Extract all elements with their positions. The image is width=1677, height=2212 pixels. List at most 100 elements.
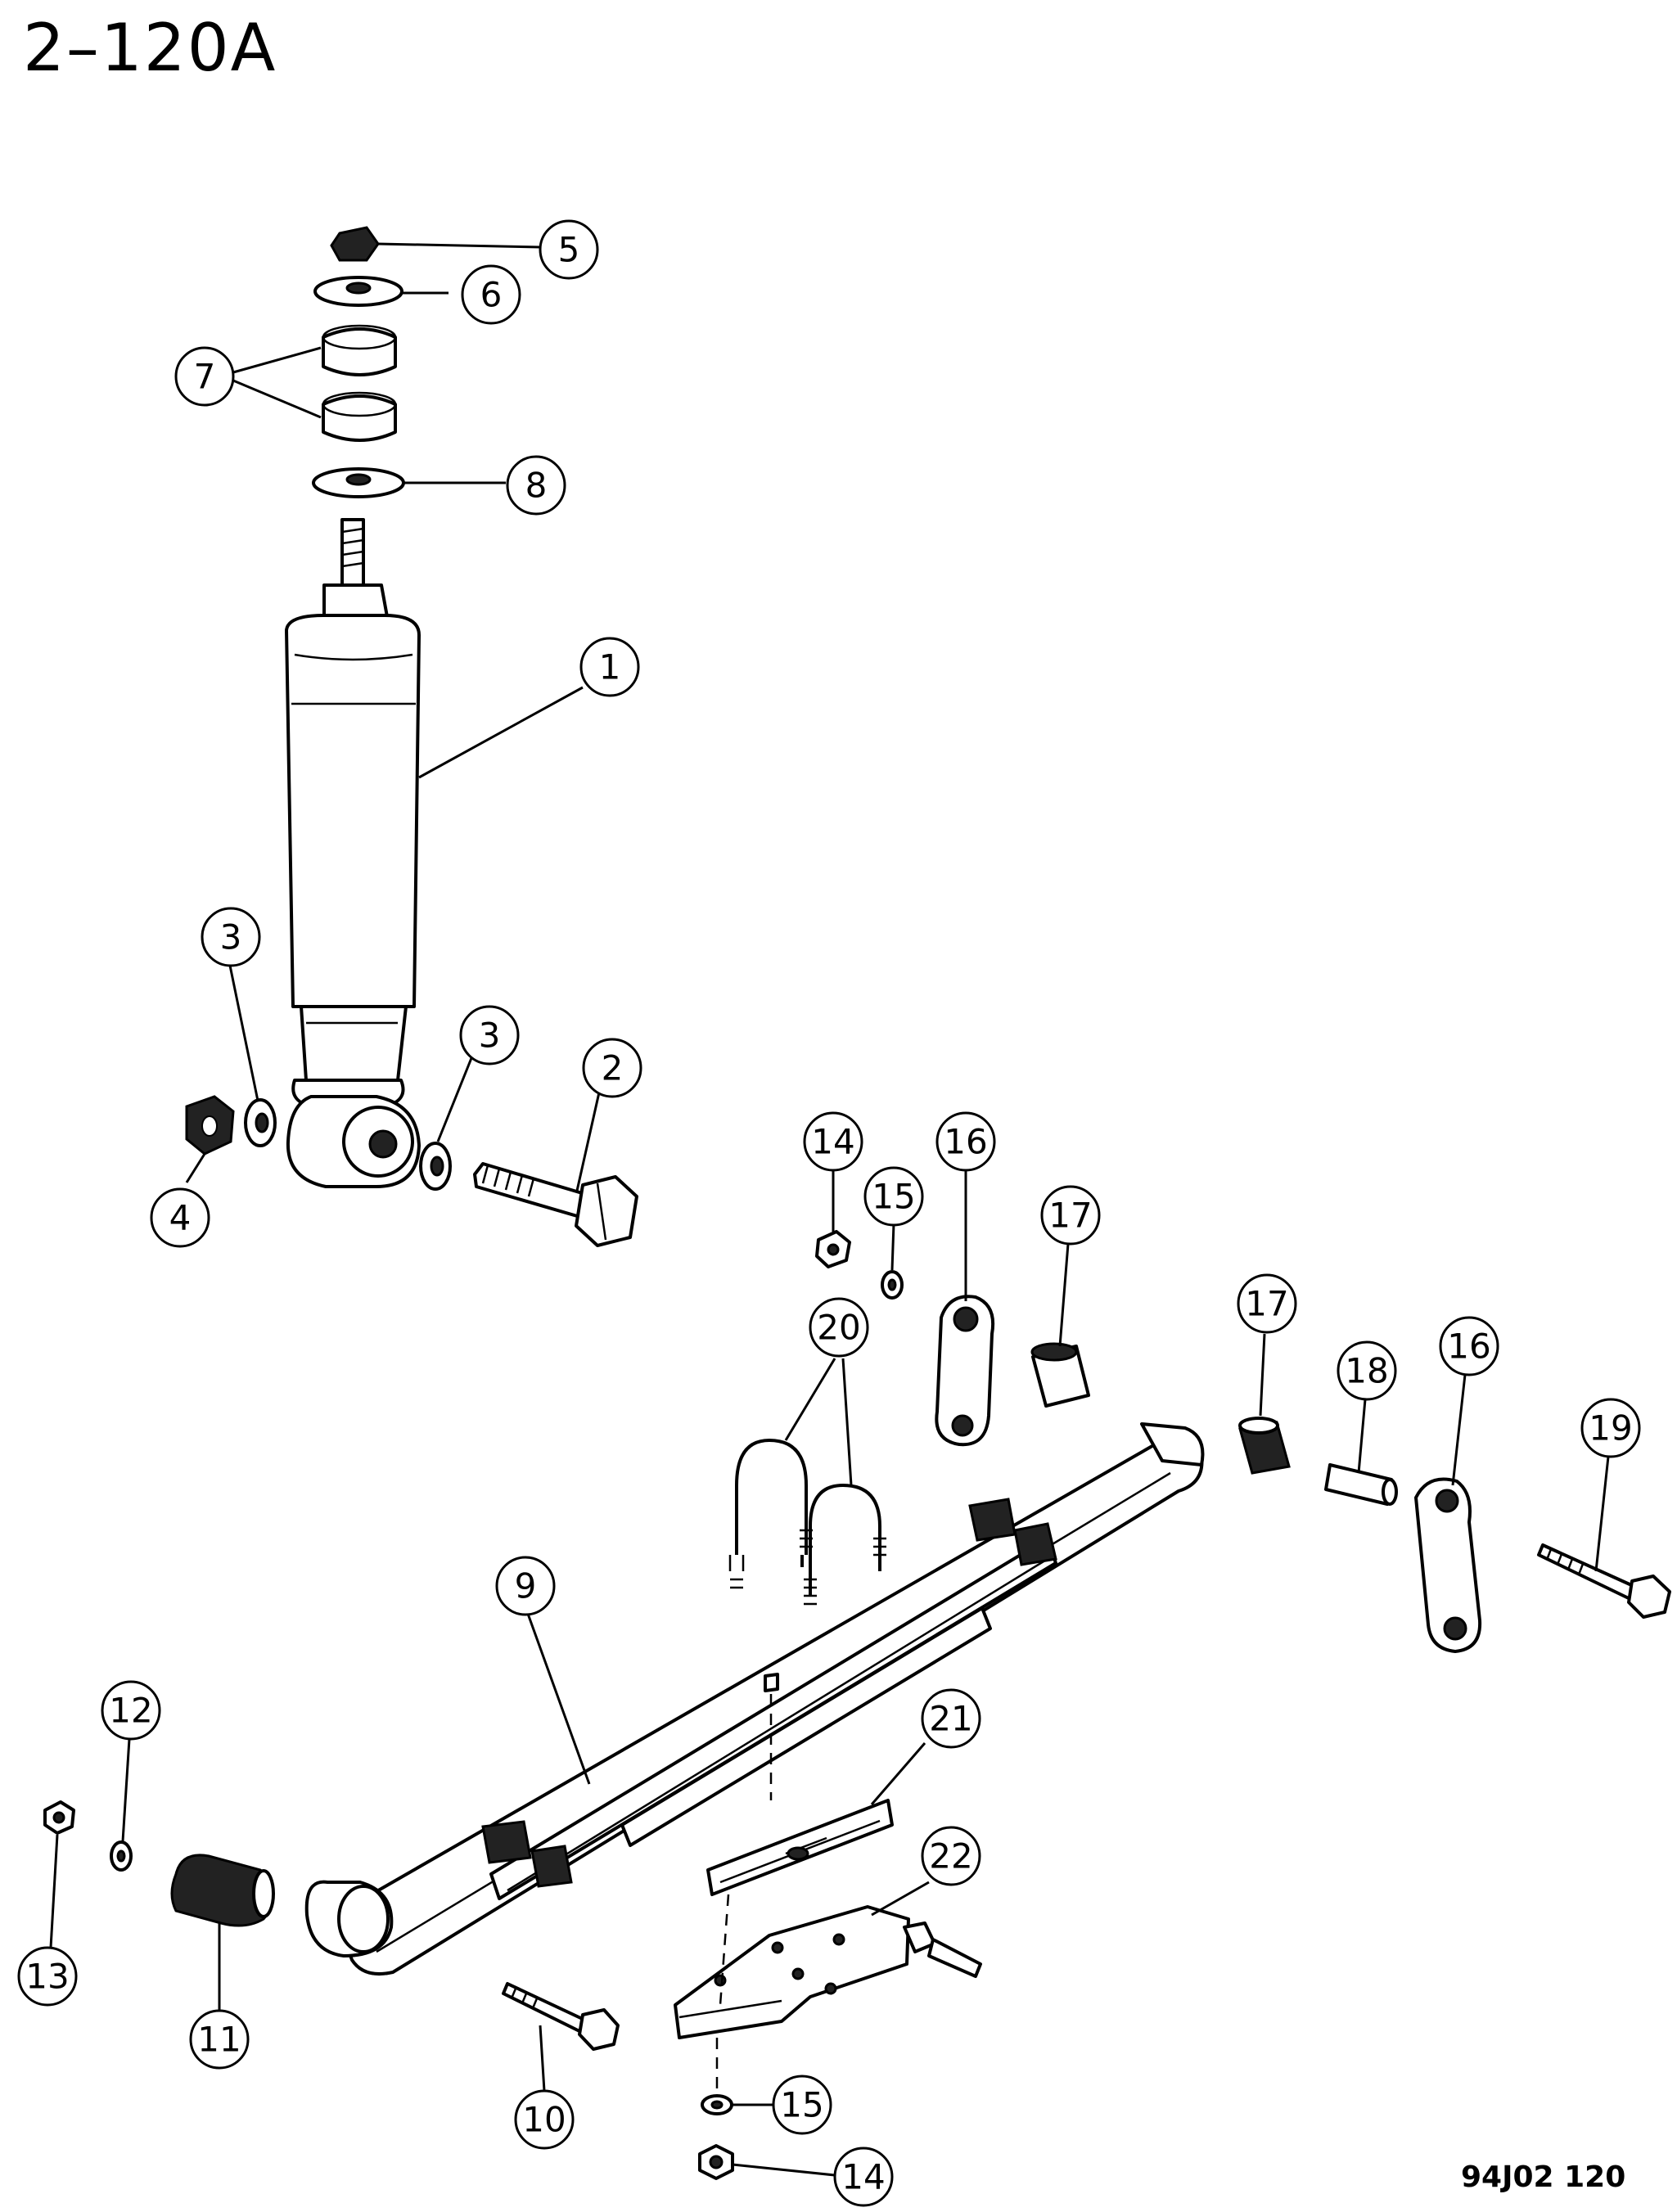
svg-text:20: 20 — [817, 1308, 860, 1348]
svg-text:3: 3 — [479, 1016, 501, 1056]
grommet-upper — [322, 324, 397, 376]
svg-text:15: 15 — [872, 1177, 915, 1217]
callout-16b: 16 — [1439, 1316, 1499, 1376]
svg-text:18: 18 — [1345, 1351, 1388, 1391]
leader-1 — [418, 686, 584, 779]
leader-16b — [1451, 1374, 1467, 1486]
callout-13: 13 — [17, 1946, 78, 2007]
leader-20b — [841, 1358, 853, 1486]
bracket-nut — [698, 2144, 734, 2180]
grommet-lower — [322, 391, 397, 442]
shock-absorber — [285, 518, 421, 1188]
shackle-upper — [935, 1295, 994, 1447]
leader-20a — [784, 1358, 836, 1441]
svg-text:22: 22 — [929, 1836, 972, 1876]
svg-text:11: 11 — [197, 2020, 241, 2060]
callout-9: 9 — [495, 1556, 556, 1616]
callout-11: 11 — [189, 2009, 250, 2070]
leader-15a — [890, 1223, 895, 1271]
callout-3a: 3 — [201, 907, 261, 967]
shock-nut-top — [330, 226, 380, 262]
shackle-lower — [1414, 1477, 1482, 1653]
callout-10: 10 — [514, 2089, 575, 2150]
bracket-washer — [701, 2094, 733, 2115]
eye-nut — [43, 1800, 75, 1835]
reference-code: 94J02 120 — [1461, 2160, 1626, 2194]
shock-mount-nut — [185, 1095, 235, 1156]
leader-14b — [732, 2163, 836, 2177]
leader-13 — [49, 1834, 59, 1948]
callout-2: 2 — [582, 1038, 642, 1098]
callout-20: 20 — [809, 1297, 869, 1358]
shackle-bushing-upper — [1030, 1342, 1090, 1408]
callout-12: 12 — [101, 1680, 161, 1741]
callout-5: 5 — [539, 219, 599, 280]
leader-7a — [232, 346, 322, 374]
leader-3b — [436, 1053, 475, 1142]
callout-4: 4 — [150, 1187, 210, 1248]
leader-2 — [575, 1092, 601, 1192]
callout-17b: 17 — [1237, 1273, 1297, 1334]
svg-text:10: 10 — [522, 2100, 566, 2140]
eye-bushing — [170, 1854, 275, 1927]
svg-text:4: 4 — [169, 1198, 192, 1238]
shackle-bushing-lower — [1238, 1417, 1291, 1475]
svg-text:16: 16 — [1447, 1327, 1490, 1367]
callout-16a: 16 — [935, 1111, 996, 1172]
callout-6: 6 — [461, 264, 521, 325]
callout-3b: 3 — [459, 1005, 520, 1065]
leader-10 — [539, 2025, 546, 2092]
svg-text:13: 13 — [25, 1957, 69, 1997]
leader-4 — [185, 1153, 206, 1183]
svg-text:5: 5 — [558, 230, 580, 270]
u-bolt-left — [728, 1439, 813, 1589]
svg-text:9: 9 — [515, 1566, 537, 1606]
spring-plate — [706, 1799, 894, 1896]
leader-19 — [1594, 1456, 1610, 1572]
leader-21 — [870, 1742, 926, 1805]
bracket-bolt — [502, 1982, 620, 2051]
callout-22: 22 — [921, 1826, 981, 1886]
leader-7b — [232, 379, 322, 419]
svg-text:21: 21 — [929, 1699, 972, 1739]
svg-text:16: 16 — [944, 1122, 987, 1162]
washer-left — [244, 1098, 277, 1147]
svg-text:6: 6 — [480, 275, 503, 315]
svg-text:14: 14 — [841, 2157, 885, 2197]
retainer-washer-upper — [313, 276, 403, 307]
callout-17a: 17 — [1040, 1185, 1101, 1246]
svg-text:14: 14 — [811, 1122, 854, 1162]
svg-text:17: 17 — [1245, 1284, 1288, 1324]
shackle-bolt — [1537, 1543, 1671, 1619]
axle-bracket — [674, 1905, 982, 2039]
u-bolt-nut-top — [815, 1230, 851, 1268]
retainer-washer-lower — [312, 467, 405, 498]
svg-text:7: 7 — [194, 357, 216, 397]
page-code: 2–120A — [23, 10, 277, 86]
leader-12 — [121, 1738, 131, 1842]
callout-21: 21 — [921, 1688, 981, 1749]
svg-text:1: 1 — [599, 647, 621, 687]
callout-15b: 15 — [772, 2075, 832, 2135]
callout-1: 1 — [579, 637, 640, 697]
svg-text:12: 12 — [109, 1691, 152, 1731]
eye-washer — [110, 1840, 133, 1872]
leader-17b — [1259, 1333, 1266, 1417]
callout-14b: 14 — [833, 2147, 894, 2207]
callout-8: 8 — [506, 455, 566, 516]
callout-14a: 14 — [803, 1111, 863, 1172]
svg-text:19: 19 — [1589, 1408, 1632, 1448]
callout-7: 7 — [174, 346, 235, 407]
leader-5 — [377, 242, 541, 249]
leader-3a — [228, 961, 259, 1101]
leaf-spring — [304, 1422, 1205, 1976]
leader-9 — [526, 1613, 591, 1785]
leader-17a — [1058, 1243, 1070, 1347]
svg-text:8: 8 — [525, 466, 548, 506]
u-bolt-right — [804, 1484, 886, 1606]
shock-mount-bolt — [473, 1162, 638, 1247]
callout-19: 19 — [1580, 1398, 1641, 1458]
washer-right — [419, 1142, 452, 1191]
shackle-sleeve — [1324, 1463, 1398, 1506]
